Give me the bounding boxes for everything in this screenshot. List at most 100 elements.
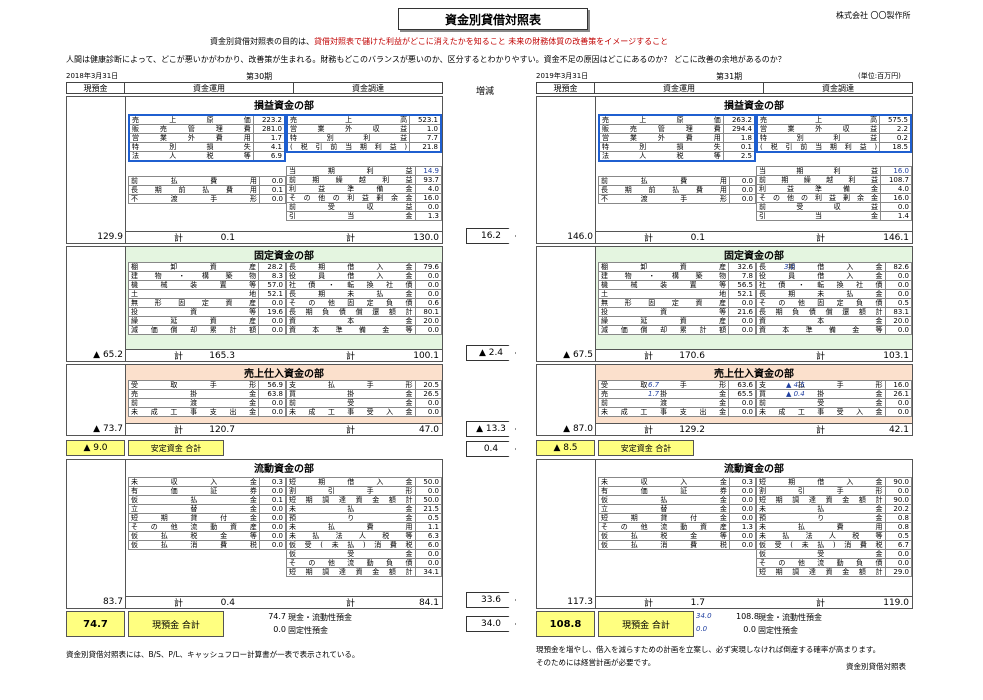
- row-value: 6.9: [252, 151, 286, 162]
- row-label: 減価償却累計額: [127, 325, 260, 335]
- row-label: 買掛金: [756, 389, 886, 399]
- row-value: 0.0: [728, 540, 757, 550]
- footer-right1: 現預金を増やし、借入を減らすための計画を立案し、必ず実現しなければ倒産する確率が…: [536, 645, 881, 654]
- row-value: 0.0: [414, 280, 443, 290]
- row-value: 21.5: [414, 504, 443, 514]
- row-value: 0.0: [258, 398, 286, 408]
- row-label: 売掛金: [597, 389, 730, 399]
- row-value: 0.0: [258, 513, 287, 523]
- row-label: 前期繰越利益: [756, 175, 881, 185]
- row-value: 52.1: [258, 289, 286, 299]
- row-label: 有価証券: [598, 486, 730, 496]
- row-value: 57.0: [258, 280, 286, 290]
- row-label: 短期借入金: [756, 477, 886, 487]
- row-label: 販売管理費: [128, 124, 254, 134]
- row-label: 資本準備金等: [756, 325, 886, 335]
- row-label: 未払法人税等: [756, 531, 886, 541]
- row-value: 20.5: [414, 380, 443, 390]
- row-label: その他流動負債: [286, 558, 416, 568]
- row-value: 0.0: [879, 202, 913, 212]
- row-value: 2.2: [879, 124, 912, 134]
- row-label: 長期負債償還額計: [286, 307, 416, 317]
- row-value: 63.6: [728, 380, 756, 390]
- use-total: 120.7: [209, 424, 235, 435]
- row-label: 仮払消費税: [128, 540, 260, 550]
- row-label: 前受金: [286, 398, 416, 408]
- row-label: 社債・転換社債: [286, 280, 416, 290]
- row-value: 21.6: [728, 307, 756, 317]
- cash-value: ▲ 65.2: [93, 350, 123, 360]
- row-label: 役員借入金: [756, 271, 886, 281]
- kei-label: 計: [816, 352, 826, 362]
- row-label: 前期繰越利益: [286, 175, 416, 185]
- row-value: 34.1: [414, 567, 443, 577]
- cash-cell: ▲ 73.7: [67, 365, 126, 435]
- row-label: 投資等: [597, 307, 730, 317]
- left-date: 2018年3月31日: [66, 72, 119, 80]
- diff-fixed: ▲ 2.4: [466, 345, 516, 361]
- row-value: 29.0: [884, 567, 913, 577]
- row-value: 0.0: [728, 407, 756, 417]
- row-label: 未成工事支出金: [127, 407, 260, 417]
- L-ct1-value: 74.7: [268, 612, 286, 621]
- diff-header: 増減: [476, 87, 495, 97]
- kei-label: 計: [174, 426, 184, 436]
- right-note-note_s2: 1.7: [648, 390, 660, 398]
- row-label: 仮払税金等: [128, 531, 260, 541]
- row-value: 0.0: [884, 486, 913, 496]
- row-label: その他の利益剰余金: [286, 193, 416, 203]
- footer-tag: 資金別貸借対照表: [846, 662, 906, 671]
- cash-cell: 117.3: [537, 460, 596, 608]
- diff-stable: 0.4: [466, 441, 516, 457]
- raise-total: 119.0: [883, 597, 909, 608]
- row-label: その他流動資産: [128, 522, 260, 532]
- row-value: 0.1: [258, 185, 287, 195]
- footer-left: 資金別貸借対照表には、B/S、P/L、キャッシュフロー計算書が一表で表示されてい…: [66, 650, 360, 659]
- row-label: 営業外収益: [286, 124, 411, 134]
- row-label: 仮受(未払)消費税: [756, 540, 886, 550]
- row-label: 立替金: [128, 504, 260, 514]
- row-value: 26.5: [414, 389, 443, 399]
- row-value: 52.1: [728, 289, 756, 299]
- row-label: 有価証券: [128, 486, 260, 496]
- row-label: 特別損失: [598, 142, 724, 152]
- row-label: 利益準備金: [286, 184, 416, 194]
- row-label: その他流動負債: [756, 558, 886, 568]
- row-label: 未収入金: [598, 477, 730, 487]
- row-value: 0.1: [258, 495, 287, 505]
- row-label: 機械装置等: [597, 280, 730, 290]
